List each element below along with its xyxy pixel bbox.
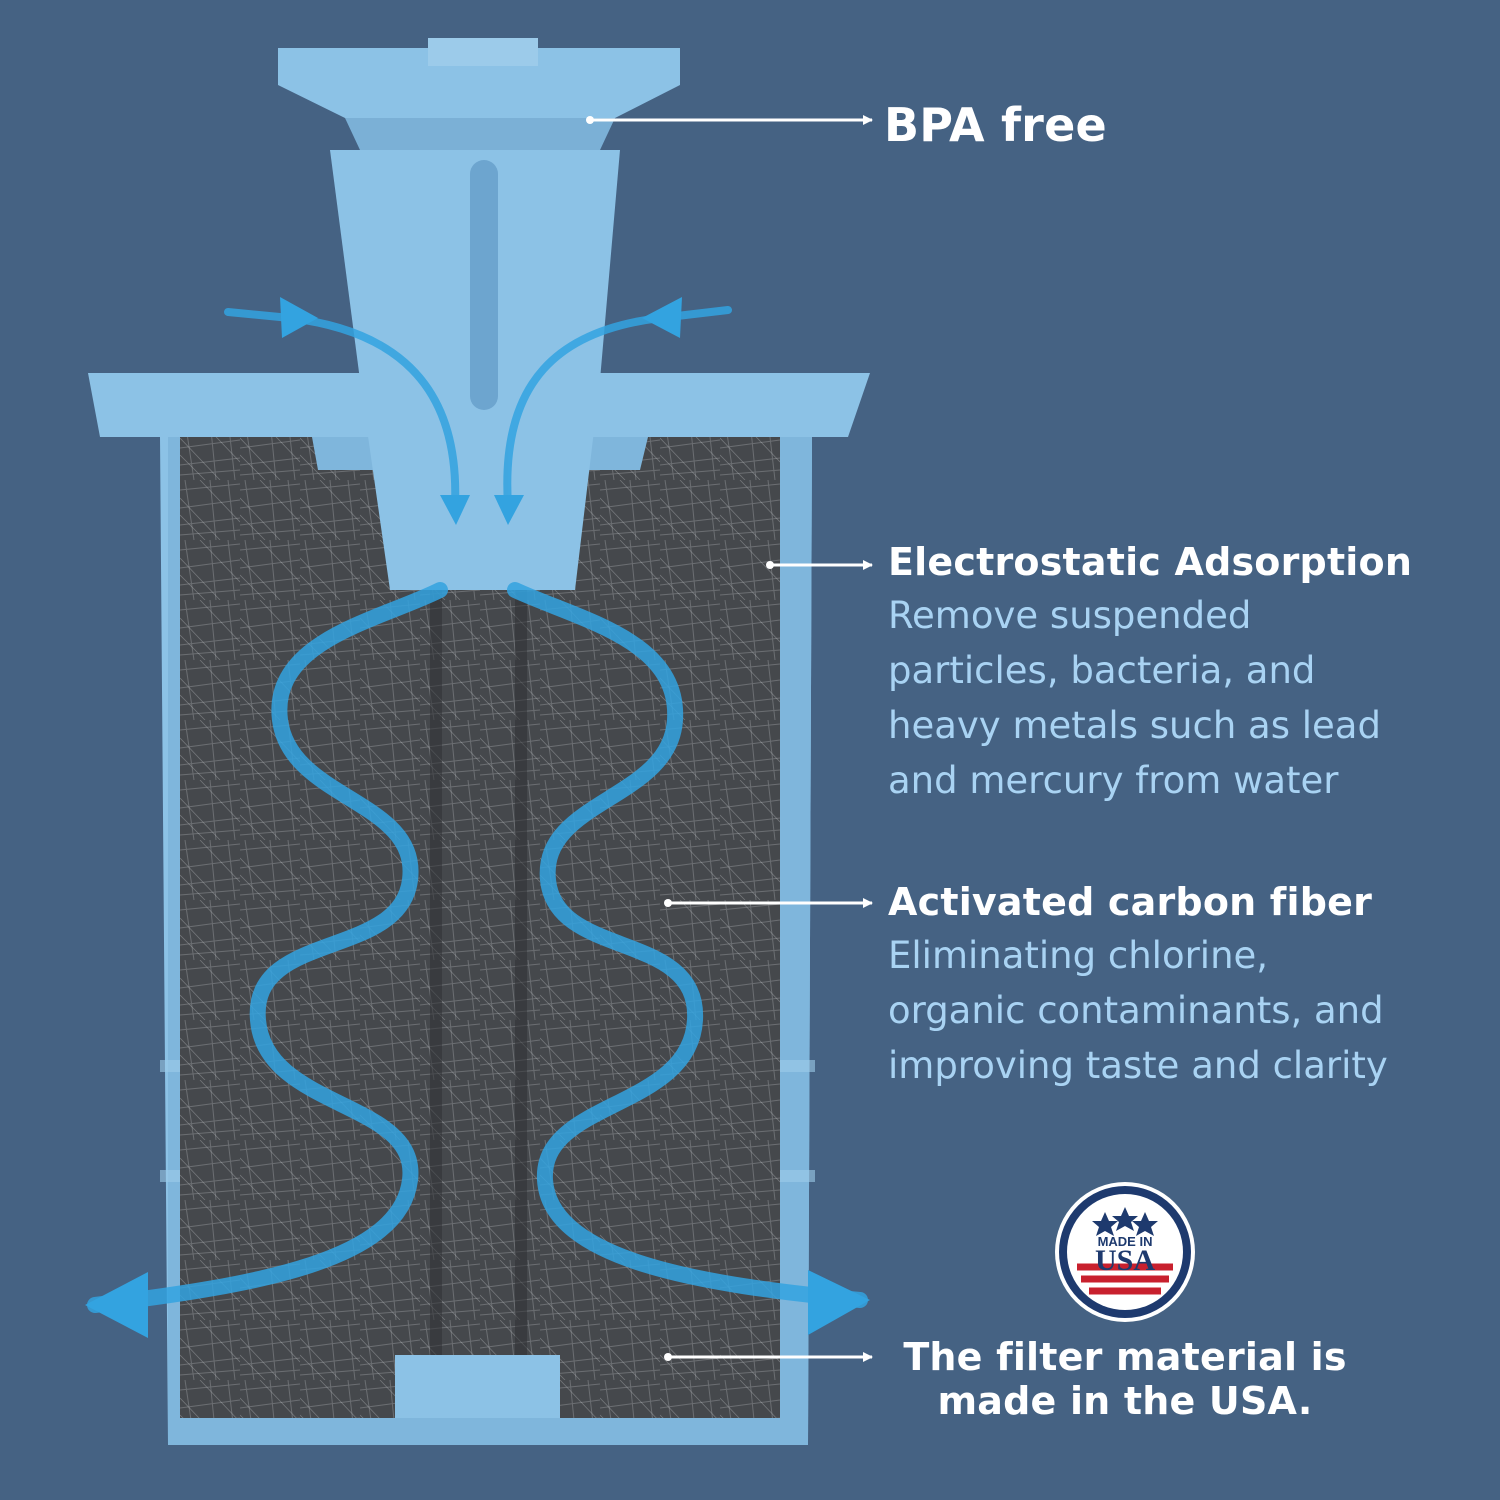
description-line: organic contaminants, and [888, 989, 1384, 1032]
carbon-description: Eliminating chlorine, organic contaminan… [888, 928, 1388, 1093]
carbon-fiber-callout: Activated carbon fiber Eliminating chlor… [888, 880, 1388, 1093]
description-line: Eliminating chlorine, [888, 934, 1269, 977]
water-flow-arrowheads [85, 297, 870, 1338]
carbon-title: Activated carbon fiber [888, 880, 1373, 924]
description-line: heavy metals such as lead [888, 704, 1381, 747]
water-flow-arrow-icon [87, 306, 868, 1313]
bpa-free-label: BPA free [884, 98, 1107, 152]
usa-line: made in the USA. [937, 1379, 1313, 1423]
description-line: and mercury from water [888, 759, 1339, 802]
description-line: particles, bacteria, and [888, 649, 1316, 692]
cartridge-stem [278, 38, 680, 590]
description-line: Remove suspended [888, 594, 1252, 637]
electrostatic-callout: Electrostatic Adsorption Remove suspende… [888, 540, 1412, 808]
made-in-usa-callout: The filter material is made in the USA. [880, 1335, 1370, 1423]
carbon-fiber-media [180, 437, 780, 1418]
description-line: improving taste and clarity [888, 1044, 1388, 1087]
electrostatic-title: Electrostatic Adsorption [888, 540, 1413, 584]
badge-line1: MADE IN [1098, 1234, 1153, 1249]
made-in-usa-seal-icon: MADE IN USA [1055, 1182, 1195, 1322]
callout-arrows [590, 115, 873, 1362]
usa-line: The filter material is [903, 1335, 1347, 1379]
badge-line2: USA [1095, 1244, 1155, 1277]
electrostatic-description: Remove suspended particles, bacteria, an… [888, 588, 1412, 808]
